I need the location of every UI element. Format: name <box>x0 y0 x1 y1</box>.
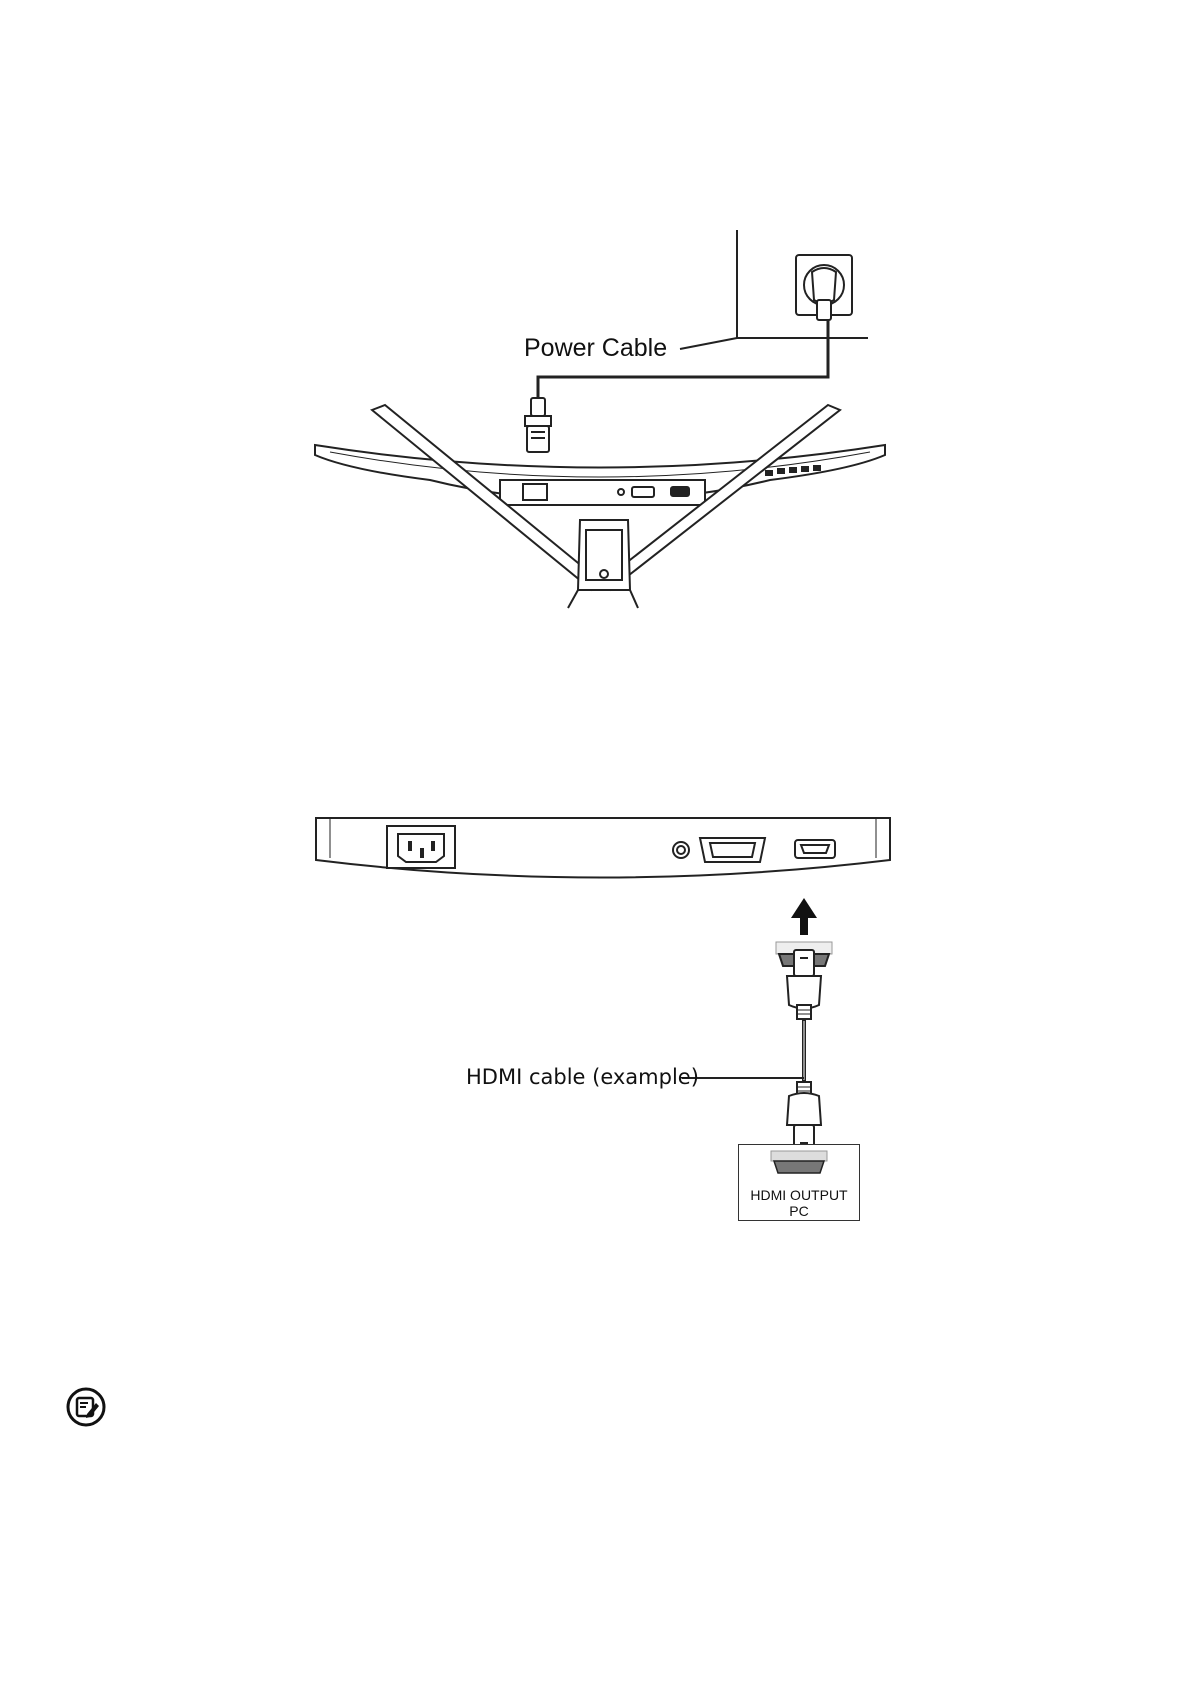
monitor-rear <box>315 445 885 505</box>
hdmi-receptacle <box>776 942 832 966</box>
hdmi-cable-label: HDMI cable (example) <box>466 1065 699 1089</box>
pc-hdmi-output-box: HDMI OUTPUT PC <box>738 1144 860 1221</box>
hdmi-plug-bottom <box>787 1082 821 1151</box>
monitor-port-panel <box>316 818 890 878</box>
power-cable-diagram <box>0 0 1190 640</box>
hdmi-plug-top <box>787 950 821 1019</box>
insert-arrow-icon <box>791 898 817 935</box>
power-callout-line <box>680 338 737 349</box>
pc-hdmi-port <box>739 1145 859 1185</box>
monitor-stand <box>372 405 840 608</box>
pc-box-line1: HDMI OUTPUT <box>739 1187 859 1203</box>
pc-box-line2: PC <box>739 1203 859 1219</box>
note-icon <box>66 1387 106 1427</box>
iec-connector <box>525 398 551 452</box>
wall-plug <box>812 268 836 320</box>
power-cable-label: Power Cable <box>524 334 667 363</box>
